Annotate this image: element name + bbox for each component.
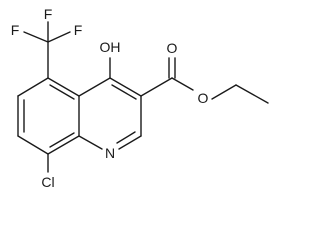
bond-c2-n-inner: [116, 131, 136, 144]
atom-cl: Cl: [41, 174, 54, 190]
bond-c8-c8a: [47, 135, 80, 155]
bond-ch2-ch3: [235, 84, 269, 104]
atom-f-top: F: [44, 6, 53, 22]
bond-c5-c6: [17, 77, 49, 97]
atom-f-left: F: [11, 22, 20, 38]
atom-f-right: F: [74, 22, 83, 38]
atom-n: N: [105, 145, 115, 161]
bonds: [17, 21, 269, 173]
bond-c4a-c5: [47, 77, 80, 97]
bond-ccarbonyl-o: [171, 77, 194, 91]
bond-c-f-right: [47, 31, 71, 43]
chemical-structure-diagram: F F F OH O O N Cl: [11, 6, 269, 190]
bond-c4-c3-inner: [111, 84, 137, 100]
bond-c7-c8: [17, 135, 49, 155]
bond-c3-ccarbonyl: [140, 77, 173, 97]
bond-c4a-c5-inner: [49, 84, 75, 100]
bond-n-c8a: [78, 135, 103, 150]
bond-c4-c3: [109, 77, 142, 97]
atom-o-carbonyl: O: [167, 40, 178, 56]
bond-c-f-left: [23, 31, 49, 43]
bond-c8-c8a-inner: [49, 132, 75, 148]
atom-oh: OH: [100, 39, 121, 55]
bond-o-ch2: [211, 84, 237, 100]
bond-c2-n: [118, 135, 142, 150]
atom-o-ester: O: [198, 90, 209, 106]
atom-labels: F F F OH O O N Cl: [11, 6, 209, 190]
bond-c4a-c4: [78, 77, 111, 97]
